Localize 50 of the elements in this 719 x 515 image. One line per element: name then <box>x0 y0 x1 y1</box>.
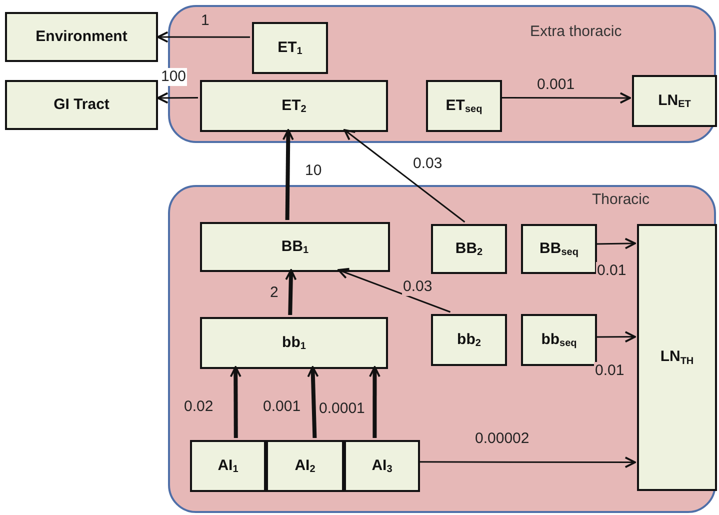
region-panel <box>168 185 716 513</box>
compartment-label: bb$_{2}$ <box>457 330 481 352</box>
edge-label: 100 <box>160 68 188 86</box>
arrow <box>307 366 319 438</box>
compartment-box <box>637 224 717 491</box>
arrow <box>157 31 250 43</box>
compartment-box <box>266 440 344 492</box>
compartment-label: LN$_{TH}$ <box>660 347 694 369</box>
arrow <box>500 92 631 104</box>
compartment-label: Environment <box>36 26 128 47</box>
region-heading: Extra thoracic <box>530 22 622 42</box>
compartment-box <box>431 224 507 274</box>
arrow <box>285 269 297 316</box>
arrow <box>157 92 198 104</box>
arrow <box>418 456 636 468</box>
region-heading: Thoracic <box>592 190 650 210</box>
compartment-box <box>521 224 597 274</box>
compartment-label: BB$_{1}$ <box>281 236 309 258</box>
compartment-label: ET$_{2}$ <box>282 96 306 118</box>
compartment-box <box>431 314 507 366</box>
compartment-box <box>521 314 597 366</box>
compartment-box <box>200 317 388 369</box>
compartment-label: AI$_{2}$ <box>294 456 316 478</box>
compartment-label: BB$_{seq}$ <box>540 238 578 260</box>
compartment-box <box>632 75 717 127</box>
compartment-label: BB$_{2}$ <box>455 238 483 260</box>
compartment-label: LN$_{ET}$ <box>658 90 691 112</box>
arrow <box>368 366 380 438</box>
compartment-label: GI Tract <box>54 94 110 115</box>
arrow <box>338 268 451 313</box>
compartment-box <box>200 222 390 272</box>
edge-label: 0.03 <box>402 278 434 296</box>
arrow <box>594 238 636 250</box>
arrow <box>230 366 242 438</box>
compartment-label: ET$_{seq}$ <box>446 96 482 118</box>
arrow <box>344 129 466 223</box>
compartment-box <box>5 80 158 130</box>
compartment-label: bb$_{1}$ <box>282 332 306 354</box>
compartment-box <box>252 22 328 74</box>
compartment-box <box>5 12 158 62</box>
compartment-box <box>344 440 420 492</box>
arrow <box>282 129 294 220</box>
compartment-label: AI$_{1}$ <box>218 456 238 478</box>
compartment-label: bb$_{seq}$ <box>541 330 577 352</box>
compartment-label: ET$_{1}$ <box>278 38 302 60</box>
compartment-label: AI$_{3}$ <box>372 456 392 478</box>
compartment-box <box>200 80 388 132</box>
compartment-box <box>190 440 266 492</box>
compartment-box <box>426 80 502 132</box>
arrow <box>595 331 636 343</box>
